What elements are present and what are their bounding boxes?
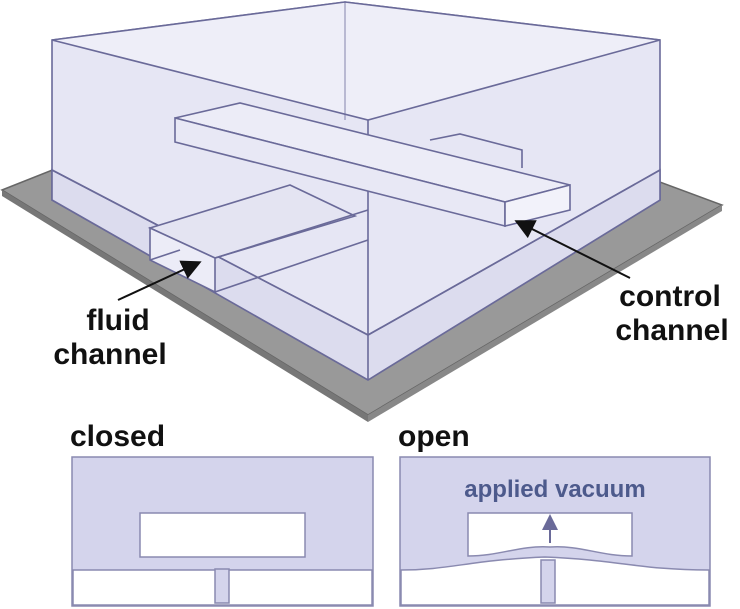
svg-text:fluid: fluid (86, 304, 149, 337)
svg-text:channel: channel (53, 338, 166, 371)
closed-valve-section: closed (70, 420, 374, 607)
fluid-channel-label: fluid channel (53, 260, 202, 371)
svg-text:closed: closed (70, 420, 165, 453)
svg-text:control: control (619, 280, 721, 313)
pdms-block (51, 1, 661, 381)
svg-text:open: open (398, 420, 470, 453)
open-valve-section: open applied vacuum (398, 420, 711, 607)
svg-text:channel: channel (615, 314, 728, 347)
control-channel-shape (174, 102, 571, 228)
svg-text:applied vacuum: applied vacuum (464, 476, 645, 503)
control-channel-label: control channel (514, 220, 729, 347)
